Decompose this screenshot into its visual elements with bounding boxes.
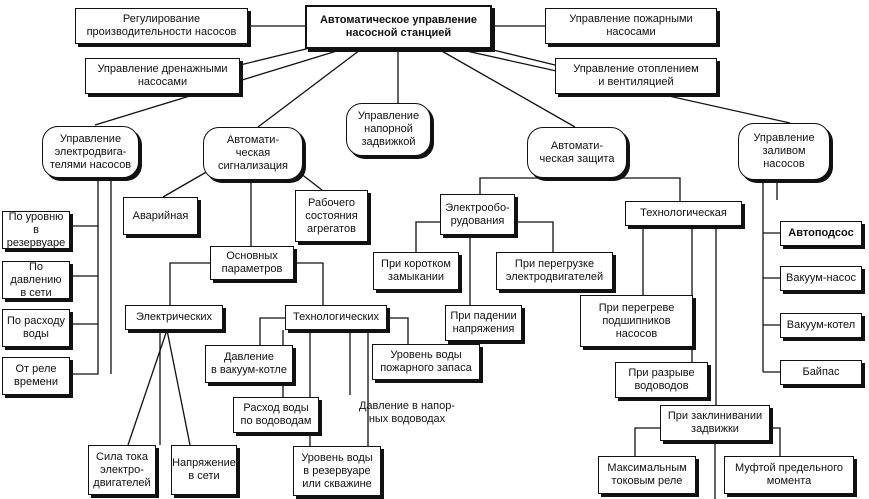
connector xyxy=(634,427,660,456)
connector xyxy=(515,221,554,252)
valve-jam-node: При заклинивании задвижки xyxy=(660,405,770,441)
torque-clutch-node: Муфтой предельного момента xyxy=(724,456,854,494)
connector xyxy=(385,317,409,344)
vacuum-boiler-node: Вакуум-котел xyxy=(780,313,862,338)
motor-by-flow-node: По расходу воды xyxy=(2,309,70,347)
drainage-node: Управление дренажными насосами xyxy=(85,58,240,94)
short-circuit-node: При коротком замыкании xyxy=(373,252,459,290)
motor-overload-node: При перегрузке электродвигателей xyxy=(496,252,613,290)
signaling-node: Автомати- ческая сигнализация xyxy=(203,127,303,180)
connector xyxy=(479,177,545,194)
motors-control-node: Управление электродвига- телями насосов xyxy=(42,126,139,178)
connector xyxy=(169,262,212,305)
connector xyxy=(415,221,440,252)
pressure-pipelines-node: Давление в напор- ных водоводах xyxy=(358,400,456,425)
vacuum-pump-node: Вакуум-насос xyxy=(780,266,862,291)
motor-by-timer-node: От реле времени xyxy=(2,357,70,395)
alarm-technological-node: Технологических xyxy=(285,305,387,330)
auto-priming-node: Автоподсос xyxy=(780,221,862,246)
valve-control-node: Управление напорной задвижкой xyxy=(346,103,431,156)
network-voltage-node: Напряжение в сети xyxy=(171,445,237,495)
bearing-overheat-node: При перегреве подшипников насосов xyxy=(580,295,693,347)
voltage-drop-node: При падении напряжения xyxy=(445,305,522,341)
alarm-main-params-node: Основных параметров xyxy=(210,246,294,280)
alarm-emergency-node: Аварийная xyxy=(123,197,198,235)
motor-current-node: Сила тока электро- двигателей xyxy=(88,445,156,495)
connector xyxy=(257,49,361,128)
connector xyxy=(259,317,285,345)
connector xyxy=(70,178,99,227)
root-node: Автоматическое управление насосной станц… xyxy=(305,5,492,49)
connector xyxy=(239,47,311,66)
priming-control-node: Управление заливом насосов xyxy=(738,123,830,180)
connector xyxy=(70,226,99,277)
connector xyxy=(296,262,324,305)
connector xyxy=(484,47,556,66)
protection-node: Автомати- ческая защита xyxy=(527,127,627,178)
protection-electrical-node: Электрообо- рудования xyxy=(440,194,515,235)
fire-pumps-node: Управление пожарными насосами xyxy=(545,8,717,44)
fire-reserve-level-node: Уровень воды пожарного запаса xyxy=(372,344,480,380)
connector xyxy=(610,177,681,201)
heating-node: Управление отоплением и вентиляцией xyxy=(555,58,717,94)
vacuum-boiler-pressure-node: Давление в вакуум-котле xyxy=(205,345,293,383)
water-flow-node: Расход воды по водоводам xyxy=(233,397,319,433)
connector xyxy=(70,324,99,375)
connector xyxy=(439,49,576,128)
alarm-electrical-node: Электрических xyxy=(125,305,223,330)
motor-by-pressure-node: По давлению в сети xyxy=(2,261,70,299)
reservoir-level-node: Уровень воды в резервуаре или скважине xyxy=(293,446,381,496)
alarm-working-state-node: Рабочего состояния агрегатов xyxy=(295,190,368,242)
protection-technological-node: Технологическая xyxy=(625,201,742,226)
bypass-node: Байпас xyxy=(780,360,862,385)
connector xyxy=(166,329,191,446)
motor-by-level-node: По уровню в резервуаре xyxy=(2,211,70,249)
connector xyxy=(70,276,99,325)
regulation-node: Регулирование производительности насосов xyxy=(75,8,248,44)
connector xyxy=(127,329,168,446)
connector xyxy=(770,427,781,456)
pipe-break-node: При разрыве водоводов xyxy=(615,362,708,398)
max-current-relay-node: Максимальным токовым реле xyxy=(598,456,696,494)
